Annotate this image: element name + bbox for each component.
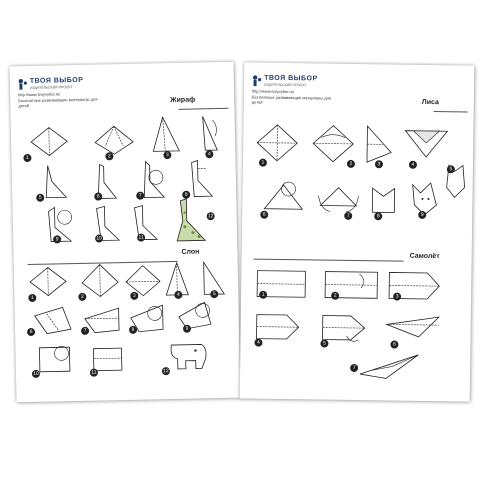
brand-url: http://www.tvoyvybor.ru/: [18, 91, 61, 98]
giraffe-step-3-diagram: [151, 115, 182, 156]
left-instruction-sheet: ТВОЯ ВЫБОР ИЗДАТЕЛЬСКИЙ ПРОЕКТ http://ww…: [9, 61, 241, 403]
fox-step-3-diagram: [363, 124, 394, 164]
giraffe-step-3: 3: [163, 151, 172, 160]
brand-url: http://www.tvoyvybor.ru/: [251, 88, 295, 95]
fox-step-2: 2: [346, 159, 356, 168]
airplane-step-6-diagram: [384, 314, 440, 341]
fox-step-4-diagram: [403, 129, 449, 160]
elephant-step-5: 5: [210, 290, 219, 299]
section-divider: [178, 107, 229, 110]
brand-description: Бесплатные развивающие материалы для дет…: [251, 94, 332, 105]
giraffe-step-10: 10: [95, 234, 104, 243]
elephant-step-4: 4: [174, 290, 183, 299]
giraffe-step-1-diagram: [29, 125, 70, 158]
airplane-step-5-diagram: [320, 314, 366, 343]
section-divider: [433, 111, 468, 113]
giraffe-finished-icon: [172, 196, 209, 245]
elephant-step-11: 11: [89, 368, 99, 377]
elephant-step-6-diagram: [33, 305, 74, 336]
giraffe-step-8-diagram: [185, 158, 216, 201]
giraffe-step-7-diagram: [137, 159, 168, 202]
section-title-airplane: Самолёт: [409, 252, 440, 261]
airplane-step-4: 4: [254, 338, 263, 347]
elephant-step-7-diagram: [83, 304, 124, 335]
brand-tagline: ИЗДАТЕЛЬСКИЙ ПРОЕКТ: [264, 82, 307, 88]
fox-step-6-diagram: [262, 179, 305, 218]
fox-step-2-diagram: [311, 123, 356, 164]
giraffe-step-4: 4: [205, 150, 214, 159]
fox-step-8-diagram: [368, 182, 398, 216]
fox-step-9-diagram: [408, 179, 441, 217]
giraffe-step-12: 12: [206, 212, 215, 221]
section-title-elephant: Слон: [181, 248, 200, 256]
brand-logo-icon: [18, 78, 27, 90]
elephant-step-10-diagram: [35, 341, 76, 378]
elephant-step-10: 10: [31, 369, 41, 378]
airplane-step-7: 7: [350, 363, 359, 373]
fox-step-6: 6: [260, 210, 269, 219]
elephant-step-1: 1: [28, 293, 37, 303]
elephant-step-7: 7: [80, 326, 90, 335]
giraffe-step-2-diagram: [93, 124, 136, 157]
giraffe-step-5-diagram: [42, 163, 69, 202]
fox-step-5: 5: [446, 165, 455, 174]
brand-name: ТВОЯ ВЫБОР: [264, 74, 318, 83]
giraffe-step-2: 2: [105, 152, 114, 161]
brand-block: ТВОЯ ВЫБОР ИЗДАТЕЛЬСКИЙ ПРОЕКТ http://ww…: [252, 75, 372, 111]
airplane-step-2-diagram: [323, 270, 379, 301]
fox-step-3: 3: [374, 160, 384, 169]
fox-step-4: 4: [408, 160, 417, 169]
airplane-step-3-diagram: [387, 270, 441, 301]
airplane-step-1-diagram: [255, 269, 307, 300]
brand-tagline: ИЗДАТЕЛЬСКИЙ ПРОЕКТ: [29, 85, 73, 90]
brand-logo-icon: [252, 75, 262, 87]
fox-step-7: 7: [344, 211, 353, 220]
elephant-step-1-diagram: [28, 265, 69, 298]
airplane-step-4-diagram: [254, 313, 300, 342]
giraffe-step-9-diagram: [42, 205, 75, 246]
airplane-finished-icon: [358, 350, 420, 381]
giraffe-step-4-diagram: [197, 114, 222, 154]
right-instruction-sheet: ТВОЯ ВЫБОР ИЗДАТЕЛЬСКИЙ ПРОЕКТ http://ww…: [239, 62, 475, 402]
elephant-step-3-diagram: [124, 263, 163, 298]
elephant-step-2: 2: [78, 292, 87, 301]
fox-step-1: 1: [258, 158, 268, 167]
section-divider: [253, 258, 404, 262]
airplane-step-2: 2: [331, 291, 340, 300]
brand-block: ТВОЯ ВЫБОР ИЗДАТЕЛЬСКИЙ ПРОЕКТ http://ww…: [18, 76, 139, 113]
elephant-finished-icon: [165, 338, 212, 375]
elephant-step-12: 12: [161, 367, 171, 376]
airplane-step-3: 3: [393, 292, 402, 301]
elephant-step-2-diagram: [80, 262, 121, 299]
fox-step-1-diagram: [255, 123, 300, 164]
fox-step-7-diagram: [316, 183, 360, 216]
fox-step-9: 9: [418, 210, 427, 219]
elephant-step-11-diagram: [87, 340, 128, 377]
elephant-step-9-diagram: [174, 298, 215, 333]
brand-name: ТВОЯ ВЫБОР: [29, 76, 84, 85]
section-title-fox: Лиса: [421, 98, 439, 107]
giraffe-step-1: 1: [23, 153, 32, 163]
elephant-step-3: 3: [130, 291, 139, 300]
airplane-step-6: 6: [390, 340, 399, 349]
airplane-step-5: 5: [320, 339, 329, 348]
giraffe-step-9: 9: [53, 235, 62, 244]
brand-description: Бесплатные развивающие материалы для дет…: [18, 96, 98, 109]
section-title-giraffe: Жираф: [170, 96, 196, 105]
giraffe-step-11: 11: [137, 233, 146, 242]
fox-step-8: 8: [374, 212, 383, 221]
